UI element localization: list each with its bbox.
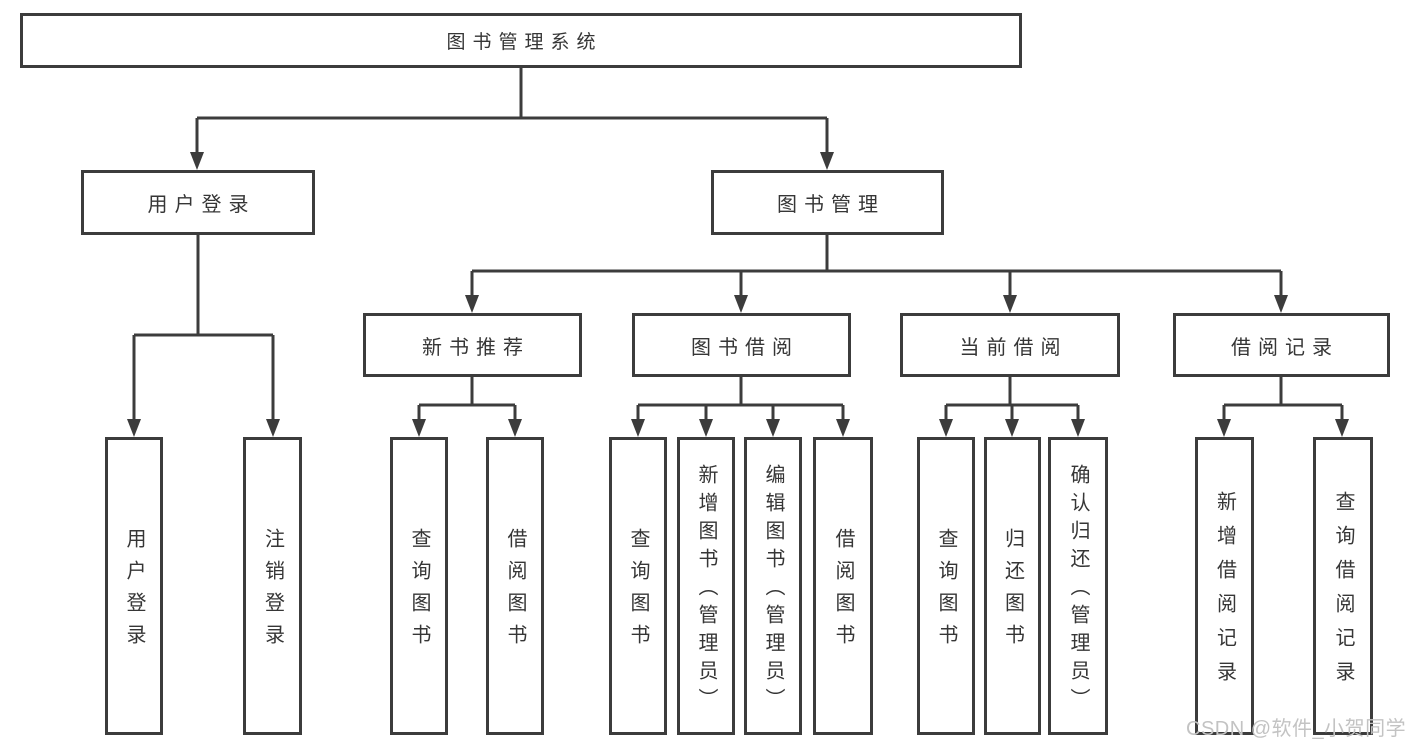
arrow-down-icon [1217,419,1231,437]
arrow-down-icon [1335,419,1349,437]
leaf-cb-return-books-label: 归还图书 [1001,528,1024,656]
node-book-management-label: 图书管理 [777,194,885,216]
arrow-down-icon [412,419,426,437]
arrow-down-icon [766,419,780,437]
node-root-label: 图书管理系统 [446,32,603,53]
leaf-bb-add-books-admin-label: 新增图书（管理员） [695,464,717,716]
leaf-cb-query-books: 查询图书 [917,437,975,735]
arrow-down-icon [508,419,522,437]
node-root: 图书管理系统 [20,13,1022,68]
arrow-down-icon [734,295,748,313]
leaf-bb-edit-books-admin-label: 编辑图书（管理员） [762,464,784,716]
leaf-nb-query-books-label: 查询图书 [408,528,430,656]
node-new-book-recommend-label: 新书推荐 [422,336,530,359]
leaf-logout: 注销登录 [243,437,302,735]
arrow-down-icon [1003,295,1017,313]
leaf-user-login: 用户登录 [105,437,163,735]
leaf-nb-borrow-books-label: 借阅图书 [504,528,526,656]
leaf-bb-query-books: 查询图书 [609,437,667,735]
node-user-login-label: 用户登录 [147,194,256,216]
leaf-bb-add-books-admin: 新增图书（管理员） [677,437,735,735]
arrow-down-icon [836,419,850,437]
arrow-down-icon [699,419,713,437]
leaf-user-login-label: 用户登录 [123,528,145,656]
arrow-down-icon [631,419,645,437]
leaf-br-add-record-label: 新增借阅记录 [1213,491,1236,695]
node-book-borrowing: 图书借阅 [632,313,851,377]
leaf-br-add-record: 新增借阅记录 [1195,437,1254,735]
node-current-borrowing: 当前借阅 [900,313,1120,377]
node-user-login: 用户登录 [81,170,315,235]
leaf-br-query-record: 查询借阅记录 [1313,437,1373,735]
leaf-bb-borrow-books-label: 借阅图书 [832,528,854,656]
node-book-borrowing-label: 图书借阅 [691,336,799,359]
node-borrowing-records-label: 借阅记录 [1231,336,1339,359]
node-borrowing-records: 借阅记录 [1173,313,1390,377]
leaf-bb-query-books-label: 查询图书 [627,528,649,656]
node-current-borrowing-label: 当前借阅 [959,336,1068,359]
arrow-down-icon [190,152,204,170]
leaf-bb-borrow-books: 借阅图书 [813,437,873,735]
csdn-watermark: CSDN @软件_小贺同学 [1186,718,1405,740]
leaf-bb-edit-books-admin: 编辑图书（管理员） [744,437,802,735]
leaf-logout-label: 注销登录 [261,528,284,656]
node-book-management: 图书管理 [711,170,944,235]
arrow-down-icon [127,419,141,437]
arrow-down-icon [1005,419,1019,437]
arrow-down-icon [1071,419,1085,437]
leaf-cb-return-books: 归还图书 [984,437,1041,735]
arrow-down-icon [266,419,280,437]
arrow-down-icon [939,419,953,437]
leaf-cb-confirm-return-admin-label: 确认归还（管理员） [1067,464,1089,716]
node-new-book-recommend: 新书推荐 [363,313,582,377]
arrow-down-icon [1274,295,1288,313]
leaf-nb-borrow-books: 借阅图书 [486,437,544,735]
leaf-nb-query-books: 查询图书 [390,437,448,735]
arrowhead-icons [127,152,1349,437]
arrow-down-icon [465,295,479,313]
connector-lines [132,68,1344,421]
arrow-down-icon [820,152,834,170]
leaf-cb-query-books-label: 查询图书 [935,528,957,656]
leaf-cb-confirm-return-admin: 确认归还（管理员） [1048,437,1108,735]
leaf-br-query-record-label: 查询借阅记录 [1332,491,1354,695]
